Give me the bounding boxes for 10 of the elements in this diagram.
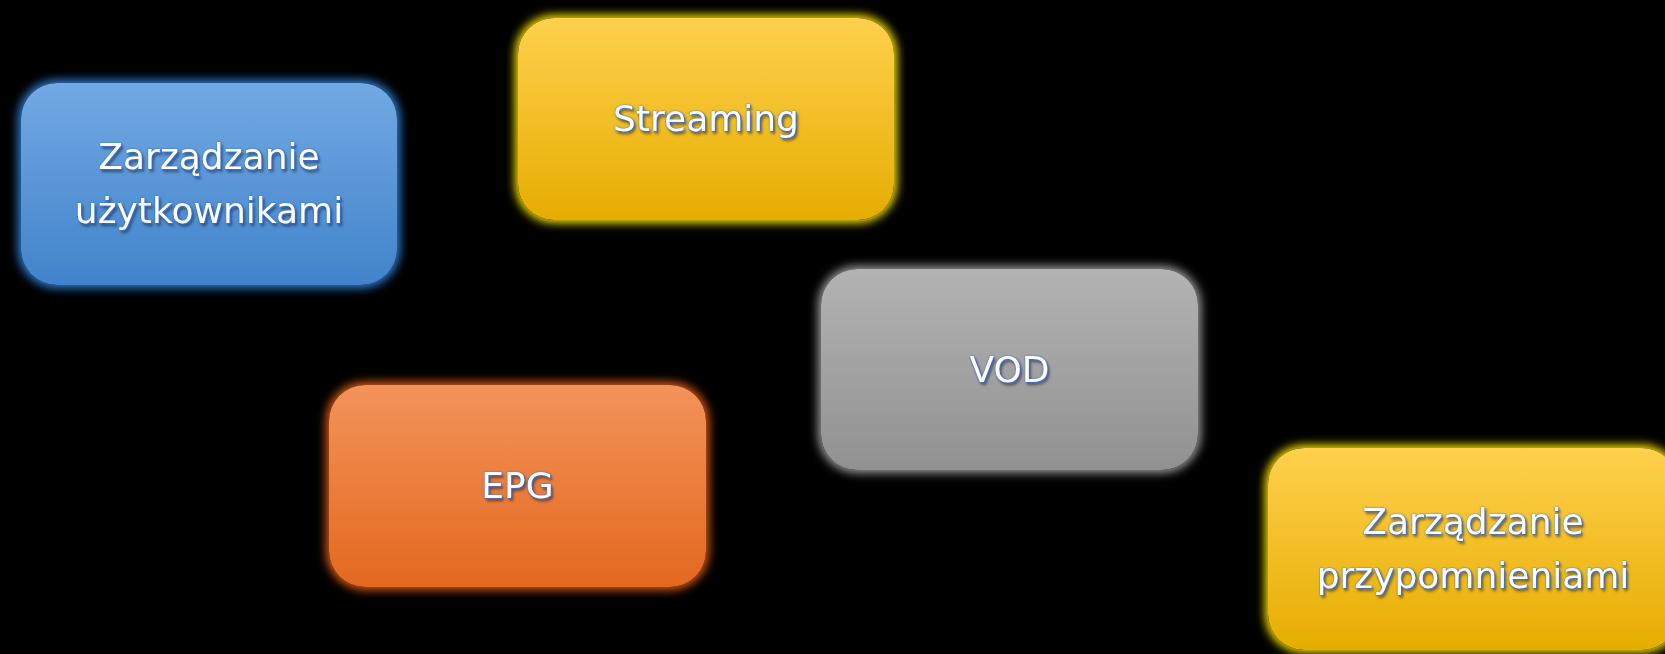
module-label: VOD (969, 347, 1050, 392)
module-box (518, 18, 894, 220)
module-label: Zarządzanie użytkownikami (73, 135, 345, 233)
module-box (329, 385, 706, 587)
module-label: Streaming (613, 97, 799, 141)
module-box (21, 83, 397, 285)
module-box (1268, 448, 1665, 650)
module-label: Zarządzanie przypomnieniami (1315, 500, 1631, 598)
module-label: EPG (481, 464, 554, 508)
module-box (821, 269, 1198, 470)
